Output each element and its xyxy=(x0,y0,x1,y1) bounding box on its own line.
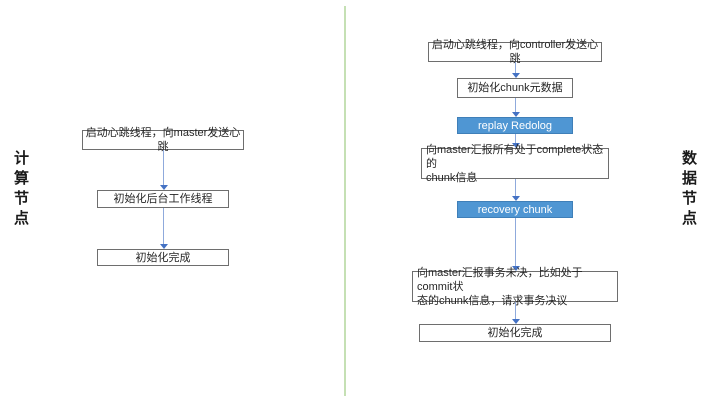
compute-node-label: 计算节点 xyxy=(12,150,30,230)
compute-step-3: 初始化完成 xyxy=(97,249,229,266)
arrow-connector xyxy=(511,179,520,201)
arrow-line xyxy=(163,150,164,186)
arrow-head-icon xyxy=(511,112,520,117)
compute-step-1: 启动心跳线程，向master发送心跳 xyxy=(82,127,244,153)
compute-step-2: 初始化后台工作线程 xyxy=(97,190,229,208)
arrow-head-icon xyxy=(159,185,168,190)
arrow-connector xyxy=(511,62,520,78)
data-step-1: 启动心跳线程，向controller发送心跳 xyxy=(428,39,602,65)
arrow-line xyxy=(515,62,516,74)
arrow-head-icon xyxy=(511,196,520,201)
arrow-line xyxy=(515,218,516,267)
arrow-line xyxy=(515,179,516,197)
arrow-head-icon xyxy=(511,143,520,148)
arrow-head-icon xyxy=(511,319,520,324)
arrow-head-icon xyxy=(159,244,168,249)
data-step-3-replay-redolog: replay Redolog xyxy=(457,117,573,134)
arrow-connector xyxy=(511,98,520,117)
arrow-connector xyxy=(511,302,520,324)
arrow-head-icon xyxy=(511,73,520,78)
data-step-6: 向master汇报事务未决，比如处于commit状 态的chunk信息，请求事务… xyxy=(412,267,618,307)
arrow-line xyxy=(515,134,516,144)
arrow-line xyxy=(515,98,516,113)
arrow-line xyxy=(515,302,516,320)
section-divider xyxy=(344,6,346,396)
arrow-line xyxy=(163,208,164,245)
data-step-2: 初始化chunk元数据 xyxy=(457,78,573,98)
data-step-4: 向master汇报所有处于complete状态的 chunk信息 xyxy=(421,144,609,184)
arrow-connector xyxy=(511,218,520,271)
arrow-connector xyxy=(511,134,520,148)
data-step-7: 初始化完成 xyxy=(419,324,611,342)
arrow-head-icon xyxy=(511,266,520,271)
arrow-connector xyxy=(159,208,168,249)
data-step-5-recovery-chunk: recovery chunk xyxy=(457,201,573,218)
arrow-connector xyxy=(159,150,168,190)
data-node-label: 数据节点 xyxy=(680,150,698,230)
